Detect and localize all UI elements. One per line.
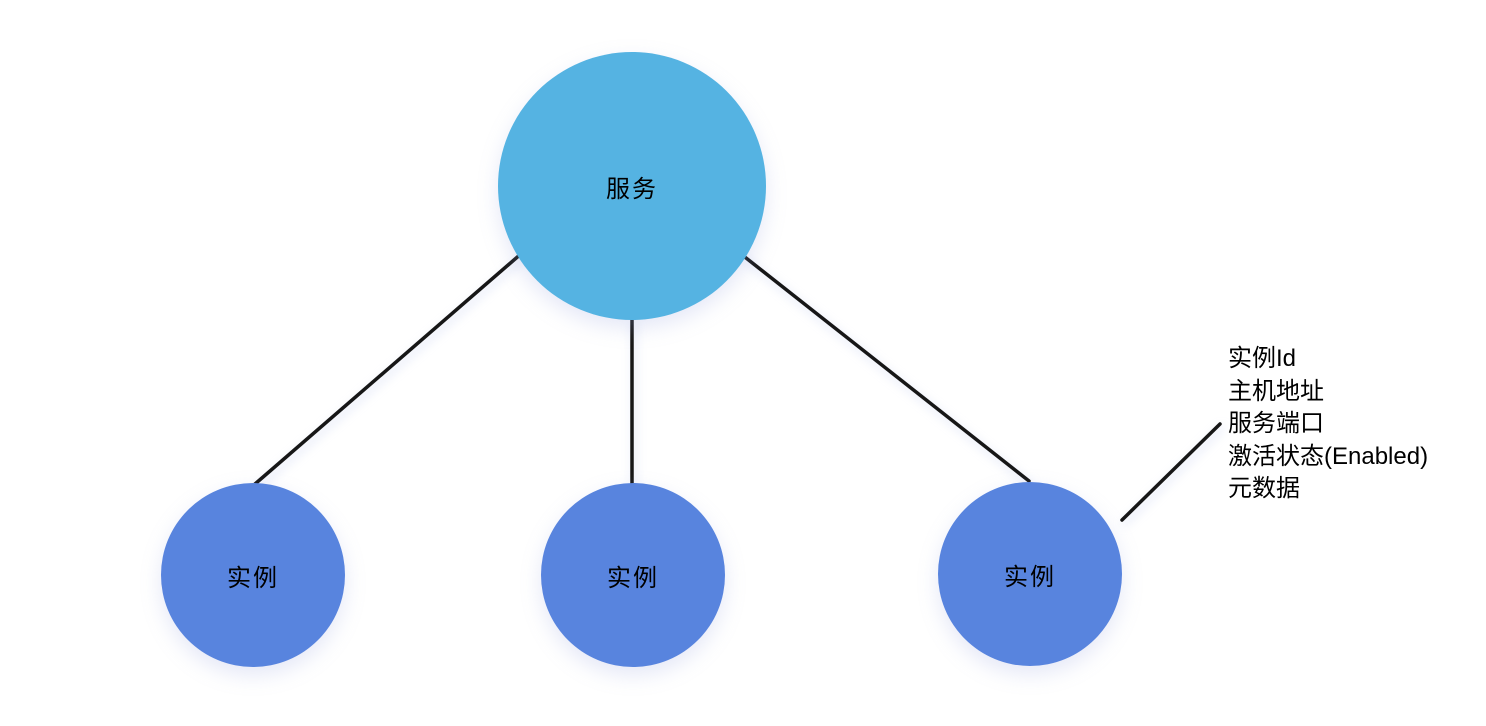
instance-attribute-port: 服务端口 <box>1228 410 1324 437</box>
edge-instance-3-to-annotation <box>1120 422 1222 522</box>
instance-attribute-id: 实例Id <box>1228 345 1297 372</box>
node-instance-2-label: 实例 <box>607 564 659 592</box>
edge-service-to-instance-1 <box>253 251 524 486</box>
node-instance-3: 实例 <box>938 482 1122 666</box>
instance-attribute-enabled: 激活状态(Enabled) <box>1228 442 1429 470</box>
instance-attribute-metadata: 元数据 <box>1228 475 1300 502</box>
node-service: 服务 <box>498 52 766 320</box>
node-instance-2: 实例 <box>541 483 725 667</box>
node-instance-1: 实例 <box>161 483 345 667</box>
edge-service-to-instance-3 <box>739 252 1031 483</box>
node-service-label: 服务 <box>606 175 658 203</box>
instance-attributes-list: 实例Id 主机地址 服务端口 激活状态(Enabled) 元数据 <box>1228 343 1428 506</box>
node-instance-3-label: 实例 <box>1004 563 1056 591</box>
instance-attribute-host: 主机地址 <box>1228 377 1324 405</box>
node-instance-1-label: 实例 <box>227 564 279 592</box>
